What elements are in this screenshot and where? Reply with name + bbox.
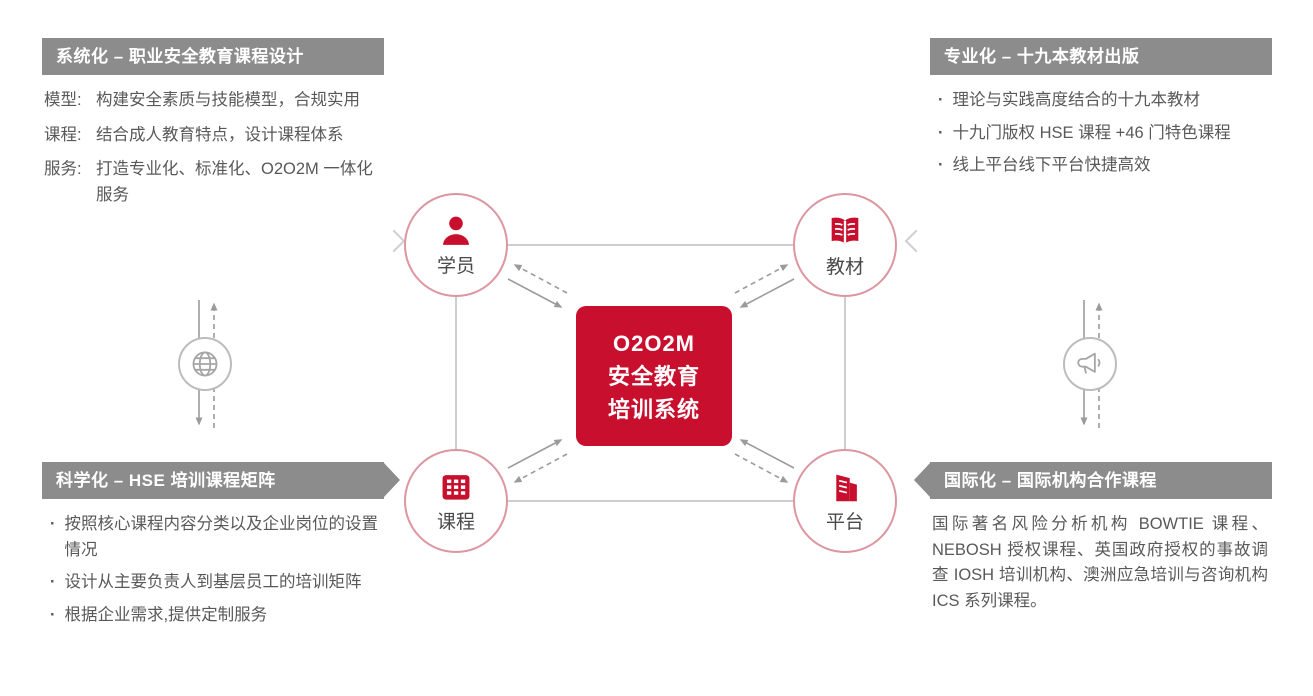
callout-systematic: 系统化 – 职业安全教育课程设计 模型: 构建安全素质与技能模型，合规实用 课程… [42, 38, 384, 217]
callout-scientific-title: 科学化 – HSE 培训课程矩阵 [42, 462, 384, 499]
item-label: 课程: [44, 125, 82, 144]
item-text: 构建安全素质与技能模型，合规实用 [96, 91, 360, 109]
item-text: 结合成人教育特点，设计课程体系 [96, 125, 344, 144]
item-text: 打造专业化、标准化、O2O2M 一体化服务 [96, 160, 373, 204]
callout-professional-title: 专业化 – 十九本教材出版 [930, 38, 1272, 75]
callout-tail-right-icon [384, 463, 400, 497]
building-flag-icon [836, 474, 857, 502]
list-item: 根据企业需求,提供定制服务 [44, 603, 380, 629]
callout-systematic-body: 模型: 构建安全素质与技能模型，合规实用 课程: 结合成人教育特点，设计课程体系… [42, 75, 384, 208]
callout-international-body: 国际著名风险分析机构 BOWTIE 课程、NEBOSH 授权课程、英国政府授权的… [930, 499, 1272, 614]
open-book-icon [831, 217, 859, 244]
callout-professional-body: 理论与实践高度结合的十九本教材 十九门版权 HSE 课程 +46 门特色课程 线… [930, 75, 1272, 179]
list-item: 设计从主要负责人到基层员工的培训矩阵 [44, 570, 380, 596]
callout-international-title: 国际化 – 国际机构合作课程 [930, 462, 1272, 499]
list-item: 线上平台线下平台快捷高效 [932, 153, 1268, 179]
center-line: 培训系统 [607, 396, 700, 422]
center-system-box: O2O2M 安全教育 培训系统 [576, 306, 732, 446]
node-student: 学员 [404, 193, 508, 297]
callout-scientific-body: 按照核心课程内容分类以及企业岗位的设置情况 设计从主要负责人到基层员工的培训矩阵… [42, 499, 384, 628]
list-item: 课程: 结合成人教育特点，设计课程体系 [44, 123, 380, 149]
grid-icon [442, 475, 470, 500]
node-label: 学员 [436, 256, 475, 277]
list-item: 十九门版权 HSE 课程 +46 门特色课程 [932, 121, 1268, 147]
paragraph-text: 国际著名风险分析机构 BOWTIE 课程、NEBOSH 授权课程、英国政府授权的… [932, 515, 1268, 610]
center-line: 安全教育 [607, 363, 700, 389]
link-circle-right [1063, 337, 1117, 391]
person-icon [443, 216, 469, 245]
node-course: 课程 [404, 449, 508, 553]
callout-scientific: 科学化 – HSE 培训课程矩阵 按照核心课程内容分类以及企业岗位的设置情况 设… [42, 462, 384, 635]
callout-systematic-title: 系统化 – 职业安全教育课程设计 [42, 38, 384, 75]
node-material: 教材 [793, 193, 897, 297]
link-circle-left [178, 337, 232, 391]
list-item: 按照核心课程内容分类以及企业岗位的设置情况 [44, 512, 380, 563]
list-item: 理论与实践高度结合的十九本教材 [932, 88, 1268, 114]
globe-icon [192, 351, 218, 377]
callout-tail-left-icon [904, 229, 928, 253]
list-item: 服务: 打造专业化、标准化、O2O2M 一体化服务 [44, 157, 380, 208]
list-item: 模型: 构建安全素质与技能模型，合规实用 [44, 88, 380, 114]
callout-tail-left-icon [914, 463, 930, 497]
callout-tail-right-icon [382, 229, 406, 253]
center-line: O2O2M [612, 330, 696, 356]
node-label: 平台 [825, 512, 864, 533]
callout-professional: 专业化 – 十九本教材出版 理论与实践高度结合的十九本教材 十九门版权 HSE … [930, 38, 1272, 186]
node-platform: 平台 [793, 449, 897, 553]
node-label: 课程 [436, 512, 475, 533]
node-label: 教材 [825, 257, 864, 278]
callout-international: 国际化 – 国际机构合作课程 国际著名风险分析机构 BOWTIE 课程、NEBO… [930, 462, 1272, 614]
megaphone-icon [1077, 352, 1101, 374]
item-label: 服务: [44, 160, 82, 179]
item-label: 模型: [44, 91, 82, 109]
